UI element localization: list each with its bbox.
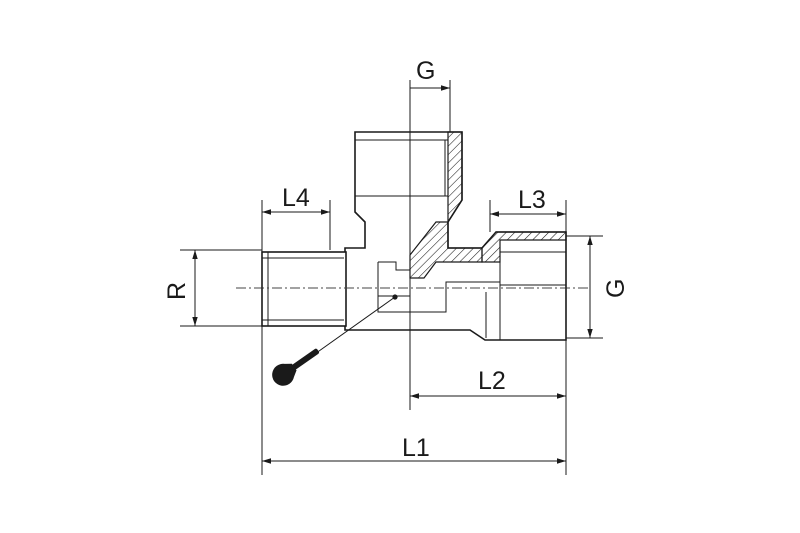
internal-bore: [377, 261, 500, 313]
label-l1: L1: [402, 434, 430, 462]
section-hatch-right: [481, 231, 567, 263]
upper-boss: [355, 139, 448, 197]
label-top-g: G: [416, 57, 435, 85]
dimension-labels: G L4 L3 R G L2 L1: [163, 57, 630, 462]
wrench-leader: [272, 294, 398, 386]
wrench-icon: [272, 348, 319, 386]
male-thread-lines: [262, 252, 344, 326]
male-thread-stub: [261, 251, 347, 327]
dimension-lines: [192, 85, 593, 464]
right-thread-body: [485, 240, 566, 340]
fitting-body: [261, 131, 567, 341]
label-r: R: [163, 282, 191, 300]
section-hatch-upper: [447, 131, 463, 225]
label-l3: L3: [518, 186, 546, 214]
label-side-g: G: [602, 279, 630, 298]
label-l4: L4: [282, 184, 310, 212]
label-l2: L2: [478, 367, 506, 395]
